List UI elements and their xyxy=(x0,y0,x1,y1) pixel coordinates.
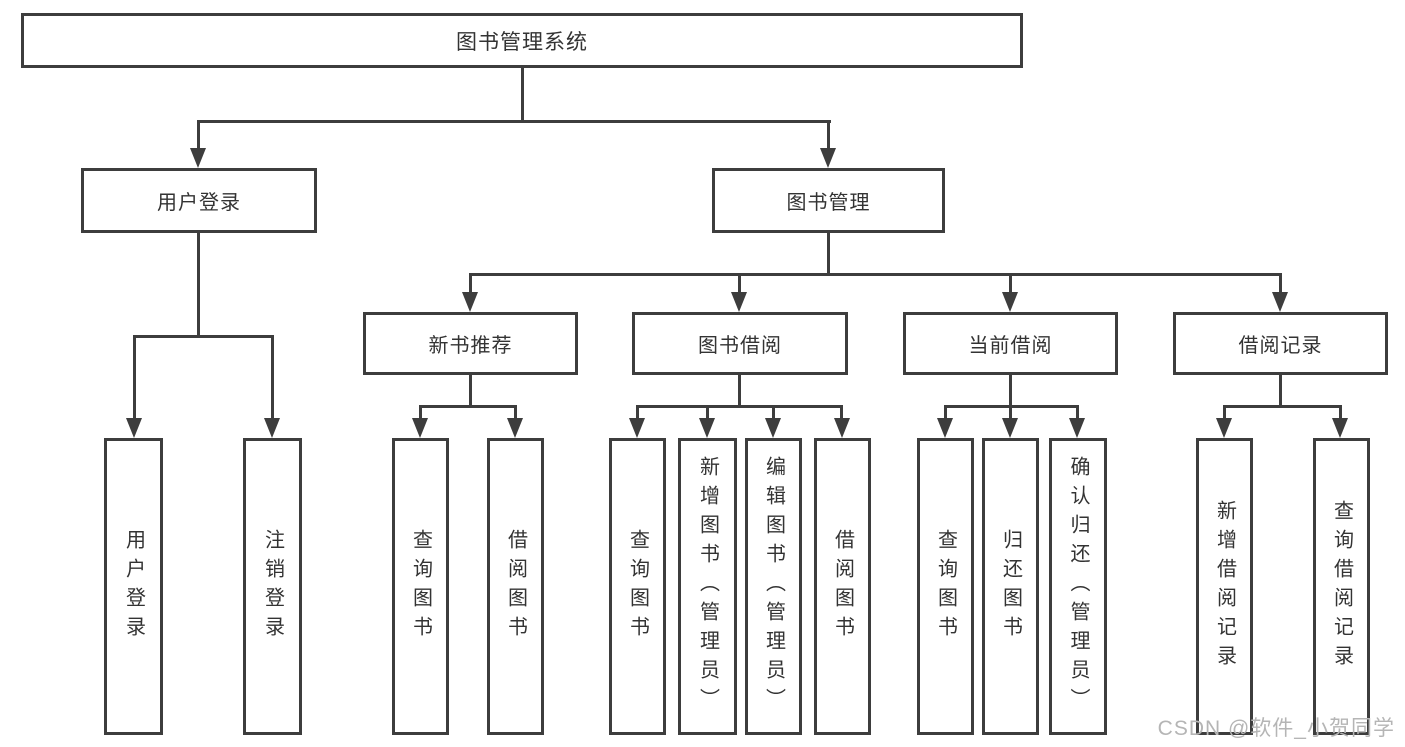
leaf-add-borrow-record: 新增借阅记录 xyxy=(1196,438,1253,735)
leaf-confirm-return-admin: 确认归还（管理员） xyxy=(1049,438,1107,735)
connector-line xyxy=(133,335,136,423)
arrow-down-icon xyxy=(834,418,850,438)
connector-line xyxy=(636,405,639,423)
connector-line xyxy=(469,375,472,408)
connector-line xyxy=(197,120,831,123)
arrow-down-icon xyxy=(412,418,428,438)
node-root-label: 图书管理系统 xyxy=(456,30,588,54)
arrow-down-icon xyxy=(1002,292,1018,312)
arrow-down-icon xyxy=(731,292,747,312)
node-book-borrowing: 图书借阅 xyxy=(632,312,848,375)
connector-line xyxy=(827,233,830,276)
connector-line xyxy=(197,120,200,155)
leaf-recommend-borrow-books: 借阅图书 xyxy=(487,438,544,735)
arrow-down-icon xyxy=(1332,418,1348,438)
leaf-add-borrow-record-label: 新增借阅记录 xyxy=(1213,499,1236,674)
leaf-return-books-label: 归还图书 xyxy=(999,528,1022,645)
arrow-down-icon xyxy=(264,418,280,438)
connector-line xyxy=(772,405,775,423)
arrow-down-icon xyxy=(1002,418,1018,438)
connector-line xyxy=(827,120,830,155)
connector-line xyxy=(521,68,524,123)
leaf-edit-books-admin-label: 编辑图书（管理员） xyxy=(762,456,785,717)
connector-line xyxy=(469,273,1282,276)
connector-line xyxy=(1339,405,1342,423)
connector-line xyxy=(1223,405,1342,408)
node-book-management: 图书管理 xyxy=(712,168,945,233)
node-new-book-recommend: 新书推荐 xyxy=(363,312,578,375)
node-new-book-recommend-label: 新书推荐 xyxy=(428,335,513,357)
connector-line xyxy=(1009,405,1012,423)
arrow-down-icon xyxy=(462,292,478,312)
arrow-down-icon xyxy=(765,418,781,438)
leaf-logout: 注销登录 xyxy=(243,438,302,735)
leaf-user-login-label: 用户登录 xyxy=(122,528,145,645)
node-current-borrowing-label: 当前借阅 xyxy=(968,335,1053,357)
connector-line xyxy=(469,273,472,298)
node-borrowing-records: 借阅记录 xyxy=(1173,312,1388,375)
connector-line xyxy=(271,335,274,423)
leaf-confirm-return-admin-label: 确认归还（管理员） xyxy=(1067,456,1089,717)
leaf-edit-books-admin: 编辑图书（管理员） xyxy=(745,438,802,735)
connector-line xyxy=(840,405,843,423)
connector-line xyxy=(419,405,517,408)
leaf-current-query-books: 查询图书 xyxy=(917,438,974,735)
connector-line xyxy=(1076,405,1079,423)
connector-line xyxy=(1223,405,1226,423)
leaf-recommend-query-books-label: 查询图书 xyxy=(409,528,432,645)
arrow-down-icon xyxy=(126,418,142,438)
arrow-down-icon xyxy=(1272,292,1288,312)
leaf-logout-label: 注销登录 xyxy=(261,528,284,645)
node-borrowing-records-label: 借阅记录 xyxy=(1238,335,1323,357)
leaf-borrowing-borrow-books: 借阅图书 xyxy=(814,438,871,735)
connector-line xyxy=(133,335,274,338)
connector-line xyxy=(636,405,843,408)
arrow-down-icon xyxy=(820,148,836,168)
leaf-current-query-books-label: 查询图书 xyxy=(934,528,957,645)
connector-line xyxy=(1009,273,1012,298)
connector-line xyxy=(706,405,709,423)
leaf-add-books-admin: 新增图书（管理员） xyxy=(678,438,737,735)
connector-line xyxy=(1009,375,1012,408)
connector-line xyxy=(197,233,200,338)
leaf-query-borrow-record: 查询借阅记录 xyxy=(1313,438,1370,735)
connector-line xyxy=(514,405,517,423)
connector-line xyxy=(1279,273,1282,298)
connector-line xyxy=(738,375,741,408)
arrow-down-icon xyxy=(190,148,206,168)
node-user-login: 用户登录 xyxy=(81,168,317,233)
node-book-borrowing-label: 图书借阅 xyxy=(698,335,782,357)
connector-line xyxy=(419,405,422,423)
node-user-login-label: 用户登录 xyxy=(157,192,241,214)
arrow-down-icon xyxy=(1216,418,1232,438)
csdn-watermark: CSDN @软件_小贺同学 xyxy=(1157,717,1395,740)
arrow-down-icon xyxy=(629,418,645,438)
arrow-down-icon xyxy=(699,418,715,438)
connector-line xyxy=(944,405,947,423)
leaf-return-books: 归还图书 xyxy=(982,438,1039,735)
arrow-down-icon xyxy=(937,418,953,438)
node-root: 图书管理系统 xyxy=(21,13,1023,68)
node-current-borrowing: 当前借阅 xyxy=(903,312,1118,375)
leaf-user-login: 用户登录 xyxy=(104,438,163,735)
leaf-borrowing-query-books: 查询图书 xyxy=(609,438,666,735)
connector-line xyxy=(738,273,741,298)
leaf-recommend-query-books: 查询图书 xyxy=(392,438,449,735)
leaf-query-borrow-record-label: 查询借阅记录 xyxy=(1330,499,1353,674)
leaf-borrowing-query-books-label: 查询图书 xyxy=(626,528,649,645)
arrow-down-icon xyxy=(1069,418,1085,438)
node-book-management-label: 图书管理 xyxy=(786,192,871,214)
arrow-down-icon xyxy=(507,418,523,438)
connector-line xyxy=(1279,375,1282,408)
leaf-recommend-borrow-books-label: 借阅图书 xyxy=(504,528,527,645)
leaf-borrowing-borrow-books-label: 借阅图书 xyxy=(831,528,854,645)
leaf-add-books-admin-label: 新增图书（管理员） xyxy=(696,456,719,717)
